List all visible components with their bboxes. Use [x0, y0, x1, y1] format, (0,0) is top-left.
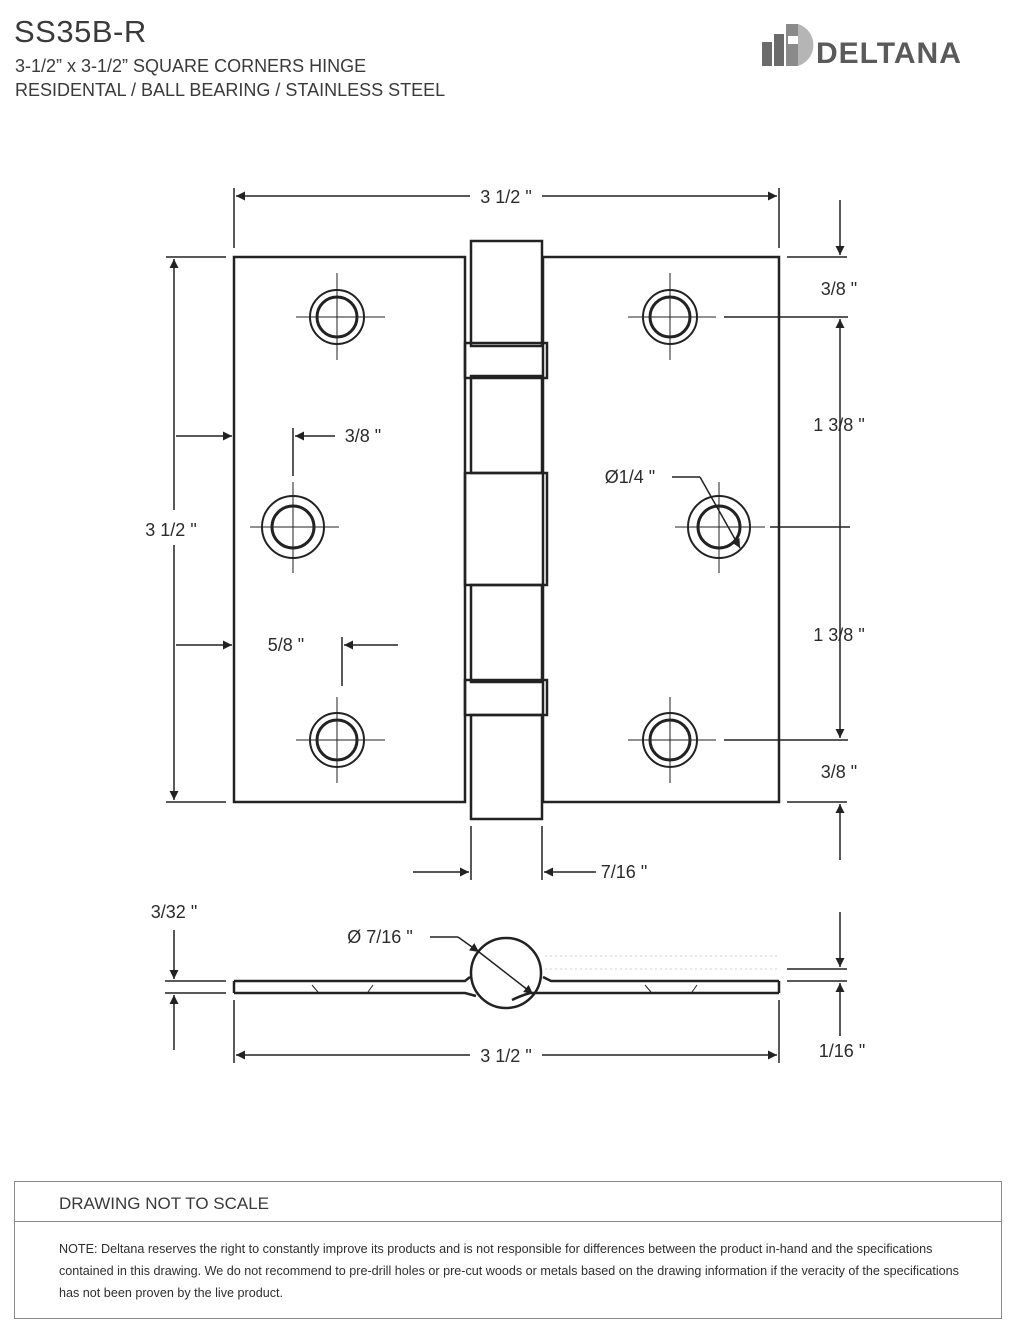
header: SS35B-R 3-1/2” x 3-1/2” SQUARE CORNERS H… — [0, 0, 1026, 110]
label-leaf-thickness-gap: 3/32 " — [151, 902, 197, 922]
label-hole-spacing-upper: 1 3/8 " — [813, 415, 864, 435]
label-overall-width-bottom: 3 1/2 " — [480, 1046, 531, 1066]
label-overall-width-top: 3 1/2 " — [480, 187, 531, 207]
pin-barrel — [469, 936, 543, 1010]
knuckle-5 — [463, 678, 549, 717]
knuckle-top — [469, 239, 544, 348]
label-top-hole-offset: 3/8 " — [821, 279, 857, 299]
product-specs: RESIDENTAL / BALL BEARING / STAINLESS ST… — [15, 80, 446, 100]
product-description: 3-1/2” x 3-1/2” SQUARE CORNERS HINGE — [15, 56, 367, 76]
notes-text: NOTE: Deltana reserves the right to cons… — [59, 1242, 959, 1300]
deltana-logo-icon — [762, 24, 814, 66]
label-hole-spacing-lower: 1 3/8 " — [813, 625, 864, 645]
model-number: SS35B-R — [14, 14, 147, 49]
side-dimension-lines — [165, 912, 847, 1063]
hinge-drawing: 3 1/2 " 3 1/2 " 3/8 " 1 3/8 " 1 3/8 " 3/… — [145, 187, 865, 1066]
screw-hole — [675, 482, 765, 573]
screw-hole — [250, 482, 339, 573]
label-inner-hole-offset: 5/8 " — [268, 635, 304, 655]
brand-name: DELTANA — [816, 37, 962, 70]
label-pin-diameter: Ø 7/16 " — [347, 927, 412, 947]
hinge-front-view — [232, 239, 781, 821]
knuckle-2 — [469, 374, 544, 475]
screw-hole — [296, 697, 385, 783]
label-knuckle-width: 7/16 " — [601, 862, 647, 882]
label-overall-height: 3 1/2 " — [145, 520, 196, 540]
notes-box: DRAWING NOT TO SCALE NOTE: Deltana reser… — [14, 1181, 1002, 1319]
label-edge-hole-offset: 3/8 " — [345, 426, 381, 446]
label-hole-diameter: Ø1/4 " — [605, 467, 655, 487]
screw-hole — [628, 697, 716, 783]
dimension-labels: 3 1/2 " 3 1/2 " 3/8 " 1 3/8 " 1 3/8 " 3/… — [145, 187, 865, 1066]
label-leaf-thickness: 1/16 " — [819, 1041, 865, 1061]
label-bottom-hole-offset: 3/8 " — [821, 762, 857, 782]
screw-hole — [296, 273, 385, 360]
hinge-side-view — [232, 936, 781, 1010]
dimension-lines — [166, 188, 850, 880]
left-leaf — [232, 255, 467, 804]
knuckle-1 — [463, 341, 549, 380]
screw-holes — [250, 273, 765, 783]
screw-hole — [628, 273, 716, 360]
knuckle-3 — [463, 471, 549, 587]
knuckle-4 — [469, 583, 544, 684]
notes-title: DRAWING NOT TO SCALE — [59, 1194, 270, 1213]
knuckle-bottom — [469, 713, 544, 821]
notes-header — [15, 1182, 1001, 1222]
right-leaf — [541, 255, 781, 804]
